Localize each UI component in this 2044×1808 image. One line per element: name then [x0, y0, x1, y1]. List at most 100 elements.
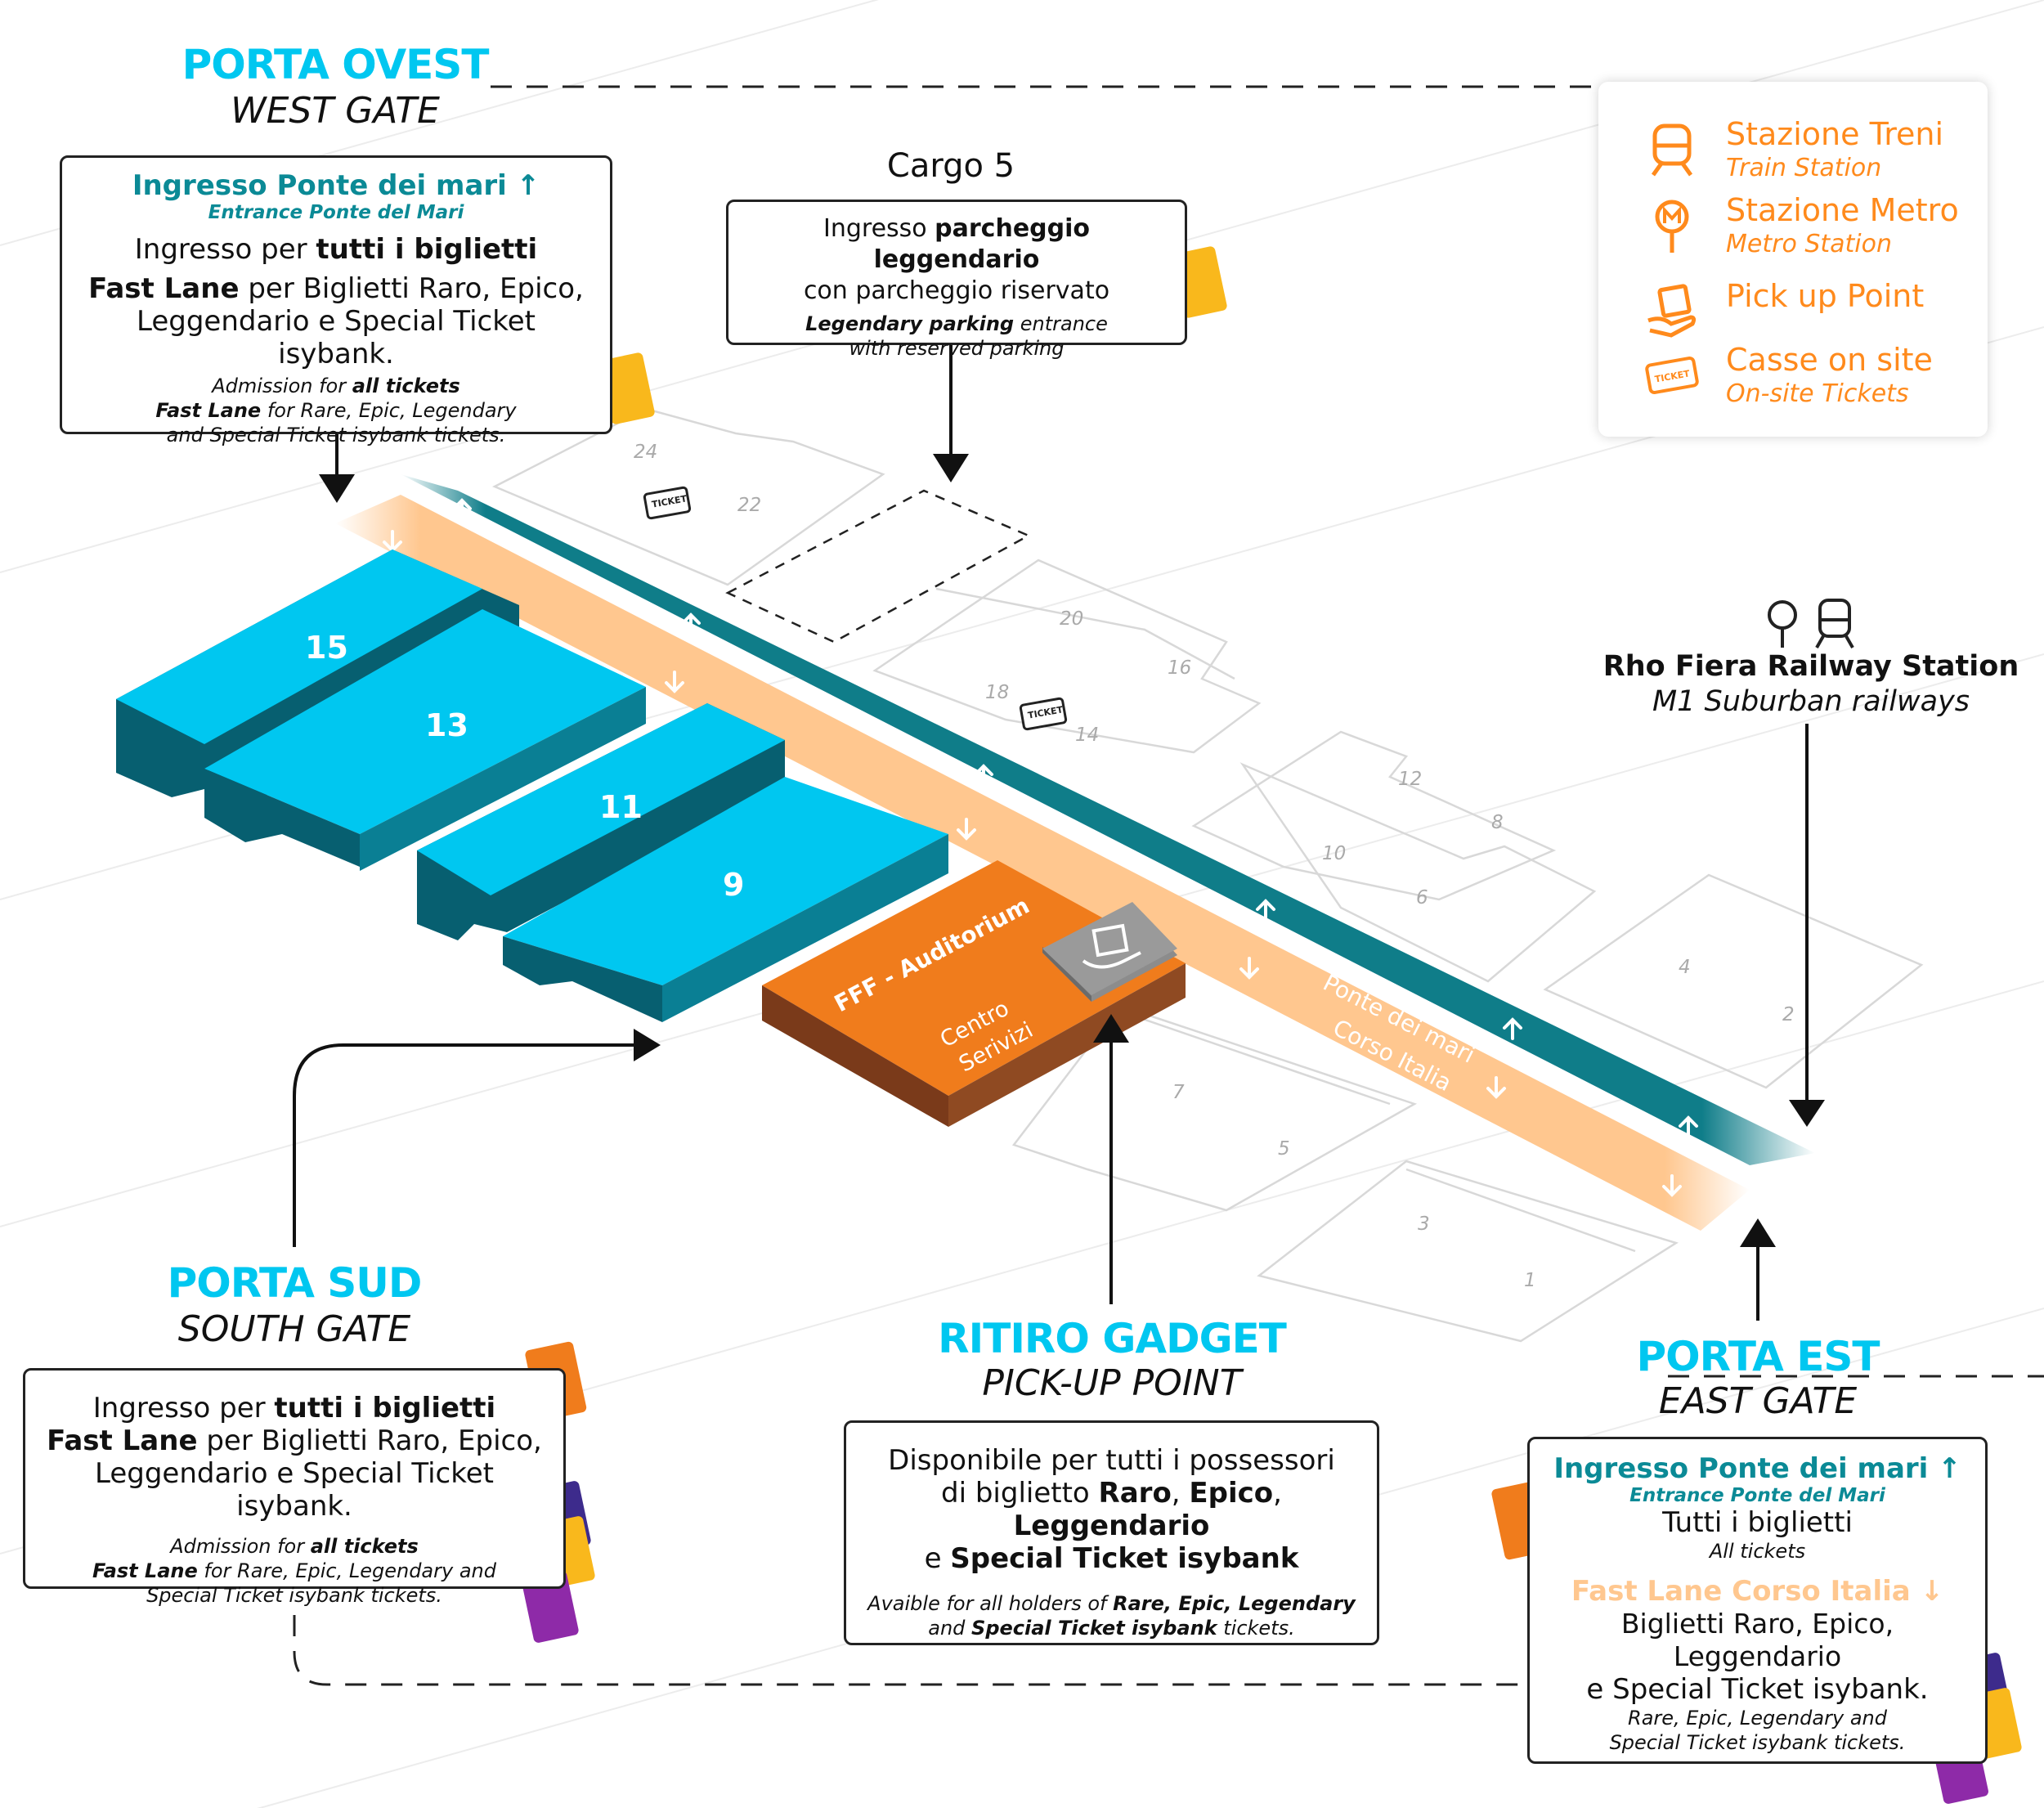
- east-fast-title: Fast Lane Corso Italia ↓: [1536, 1575, 1979, 1608]
- pickup-line-1: Disponibile per tutti i possessori: [888, 1444, 1335, 1477]
- ticket-icon: TICKET: [1645, 357, 1699, 394]
- west-en-3: and Special Ticket isybank tickets.: [166, 424, 506, 446]
- south-en-3: Special Ticket isybank tickets.: [146, 1584, 442, 1607]
- hall-label-15: 15: [305, 630, 348, 666]
- south-line-2-rest: per Biglietti Raro, Epico,: [197, 1424, 542, 1457]
- pickup-en-1-bold: Rare, Epic, Legendary: [1113, 1592, 1356, 1615]
- ticket-icon: [643, 486, 1068, 731]
- west-line-1-pre: Ingresso per: [134, 233, 316, 266]
- west-line-1-bold: tutti i biglietti: [316, 233, 538, 266]
- west-line-2: Fast Lane per Biglietti Raro, Epico,: [77, 272, 595, 305]
- road-corso-italia: [335, 495, 1750, 1231]
- legend-label-metro: Stazione Metro: [1726, 192, 1959, 228]
- east-entrance-title-text: Ingresso Ponte dei mari: [1553, 1452, 1929, 1485]
- west-gate-subtitle: WEST GATE: [231, 90, 440, 132]
- south-line-3: Leggendario e Special Ticket isybank.: [95, 1457, 494, 1523]
- legend-label-pickup: Pick up Point: [1726, 278, 1925, 314]
- east-line-2: Biglietti Raro, Epico, Leggendario: [1620, 1608, 1894, 1672]
- hall-label-8: 8: [1491, 812, 1504, 833]
- cargo-en-1-bold: Legendary parking: [805, 312, 1015, 335]
- arrow-up-icon: ↑: [516, 169, 540, 202]
- hall-label-24: 24: [634, 442, 658, 463]
- hall-label-2: 2: [1782, 1004, 1795, 1025]
- pickup-info-box: Disponibile per tutti i possessori di bi…: [844, 1420, 1379, 1645]
- west-entrance-title-text: Ingresso Ponte dei mari: [132, 169, 507, 202]
- east-line-1: Tutti i biglietti: [1662, 1506, 1853, 1539]
- west-en-2: Fast Lane for Rare, Epic, Legendary: [77, 398, 595, 423]
- arrow-down-icon: ↓: [1920, 1575, 1944, 1608]
- east-gate-info-box: Ingresso Ponte dei mari ↑ Entrance Ponte…: [1527, 1437, 1988, 1764]
- hall-outline-10-6: [1239, 762, 1597, 983]
- west-en-2-bold: Fast Lane: [155, 399, 262, 422]
- station-icons: [1768, 599, 1854, 648]
- pickup-line-3: e Special Ticket isybank: [861, 1542, 1362, 1575]
- pickup-title: RITIRO GADGET: [938, 1315, 1287, 1362]
- legend-label-tickets: Casse on site: [1726, 342, 1933, 378]
- west-en-1-pre: Admission for: [212, 375, 352, 397]
- pickup-line-2-b3: Leggendario: [1013, 1510, 1210, 1542]
- hall-label-20: 20: [1060, 608, 1084, 630]
- south-line-1-pre: Ingresso per: [92, 1392, 275, 1424]
- legend-item-train: Stazione Treni Train Station: [1598, 116, 1988, 190]
- pickup-line-2: di biglietto Raro, Epico, Leggendario: [941, 1477, 1282, 1542]
- hall-label-3: 3: [1418, 1214, 1430, 1235]
- south-en-1-bold: all tickets: [310, 1535, 419, 1558]
- west-line-2-bold: Fast Lane: [88, 272, 240, 305]
- metro-pin-icon: [1768, 600, 1797, 630]
- south-gate-info-box: Ingresso per tutti i biglietti Fast Lane…: [23, 1368, 566, 1607]
- south-en-2-bold: Fast Lane: [92, 1559, 198, 1582]
- hall-block-11-9: [417, 703, 948, 1022]
- pickup-hand-icon: [1647, 284, 1697, 338]
- west-gate-title: PORTA OVEST: [182, 41, 490, 88]
- legend-sub-train: Train Station: [1726, 154, 1882, 182]
- cargo-line-1-pre: Ingresso: [823, 214, 935, 243]
- south-gate-title: PORTA SUD: [167, 1259, 423, 1307]
- cargo-line-1-bold: parcheggio leggendario: [873, 214, 1091, 274]
- legend-item-tickets: TICKET Casse on site On-site Tickets: [1598, 342, 1988, 415]
- map-legend: Stazione Treni Train Station Stazione Me…: [1598, 82, 1988, 437]
- cargo-info-box: Ingresso parcheggio leggendario con parc…: [726, 200, 1187, 360]
- east-gate-title: PORTA EST: [1636, 1333, 1880, 1380]
- south-gate-subtitle: SOUTH GATE: [177, 1308, 411, 1350]
- west-line-1: Ingresso per tutti i biglietti: [77, 233, 595, 266]
- east-fast-title-text: Fast Lane Corso Italia: [1571, 1575, 1911, 1608]
- cargo-en-1: Legendary parking entrance: [743, 312, 1170, 336]
- station-title: Rho Fiera Railway Station: [1602, 650, 2019, 683]
- hall-label-16: 16: [1168, 657, 1192, 679]
- pickup-en-1-pre: Avaible for all holders of: [867, 1592, 1114, 1615]
- hall-outline-4-2: [1543, 873, 1924, 1089]
- east-line-3: e Special Ticket isybank.: [1586, 1673, 1929, 1706]
- south-en-2: Fast Lane for Rare, Epic, Legendary and: [40, 1559, 549, 1583]
- pickup-subtitle: PICK-UP POINT: [982, 1362, 1242, 1404]
- hall-label-9: 9: [723, 867, 745, 903]
- west-entrance-title: Ingresso Ponte dei mari ↑: [77, 169, 595, 202]
- pointer-arrowheads: [319, 454, 1825, 1247]
- south-en-2-rest: for Rare, Epic, Legendary and: [197, 1559, 496, 1582]
- auditorium-block: [762, 860, 1186, 1127]
- hall-label-5: 5: [1278, 1138, 1290, 1160]
- hall-label-6: 6: [1416, 887, 1428, 908]
- pickup-hand-icon: [1082, 923, 1141, 969]
- pickup-line-2-b1: Raro: [1098, 1477, 1172, 1510]
- cargo-line-1: Ingresso parcheggio leggendario: [743, 213, 1170, 276]
- pickup-en-2-pre: and: [928, 1617, 972, 1640]
- hall-block-15-13: [116, 550, 646, 871]
- hall-label-14: 14: [1075, 725, 1100, 746]
- station-subtitle: M1 Suburban railways: [1652, 685, 1970, 718]
- hall-outline-12-8: [1191, 730, 1557, 901]
- south-line-1-bold: tutti i biglietti: [274, 1392, 496, 1424]
- train-icon: [1651, 123, 1693, 177]
- legend-sub-tickets: On-site Tickets: [1726, 379, 1909, 408]
- west-line-2-rest: per Biglietti Raro, Epico,: [239, 272, 584, 305]
- legend-ticket-text: TICKET: [1654, 368, 1691, 384]
- cargo-en-2: with reserved parking: [849, 337, 1065, 360]
- pickup-line-2-b2: Epico: [1189, 1477, 1274, 1510]
- west-en-1: Admission for all tickets: [77, 374, 595, 398]
- east-entrance-title: Ingresso Ponte dei mari ↑: [1536, 1452, 1979, 1485]
- pickup-line-2-pre: di biglietto: [941, 1477, 1099, 1510]
- pickup-en-2-rest: tickets.: [1217, 1617, 1295, 1640]
- hall-label-10: 10: [1322, 843, 1347, 864]
- pointer-arrows: [293, 343, 1809, 1321]
- east-entrance-sub: Entrance Ponte del Mari: [1629, 1485, 1885, 1506]
